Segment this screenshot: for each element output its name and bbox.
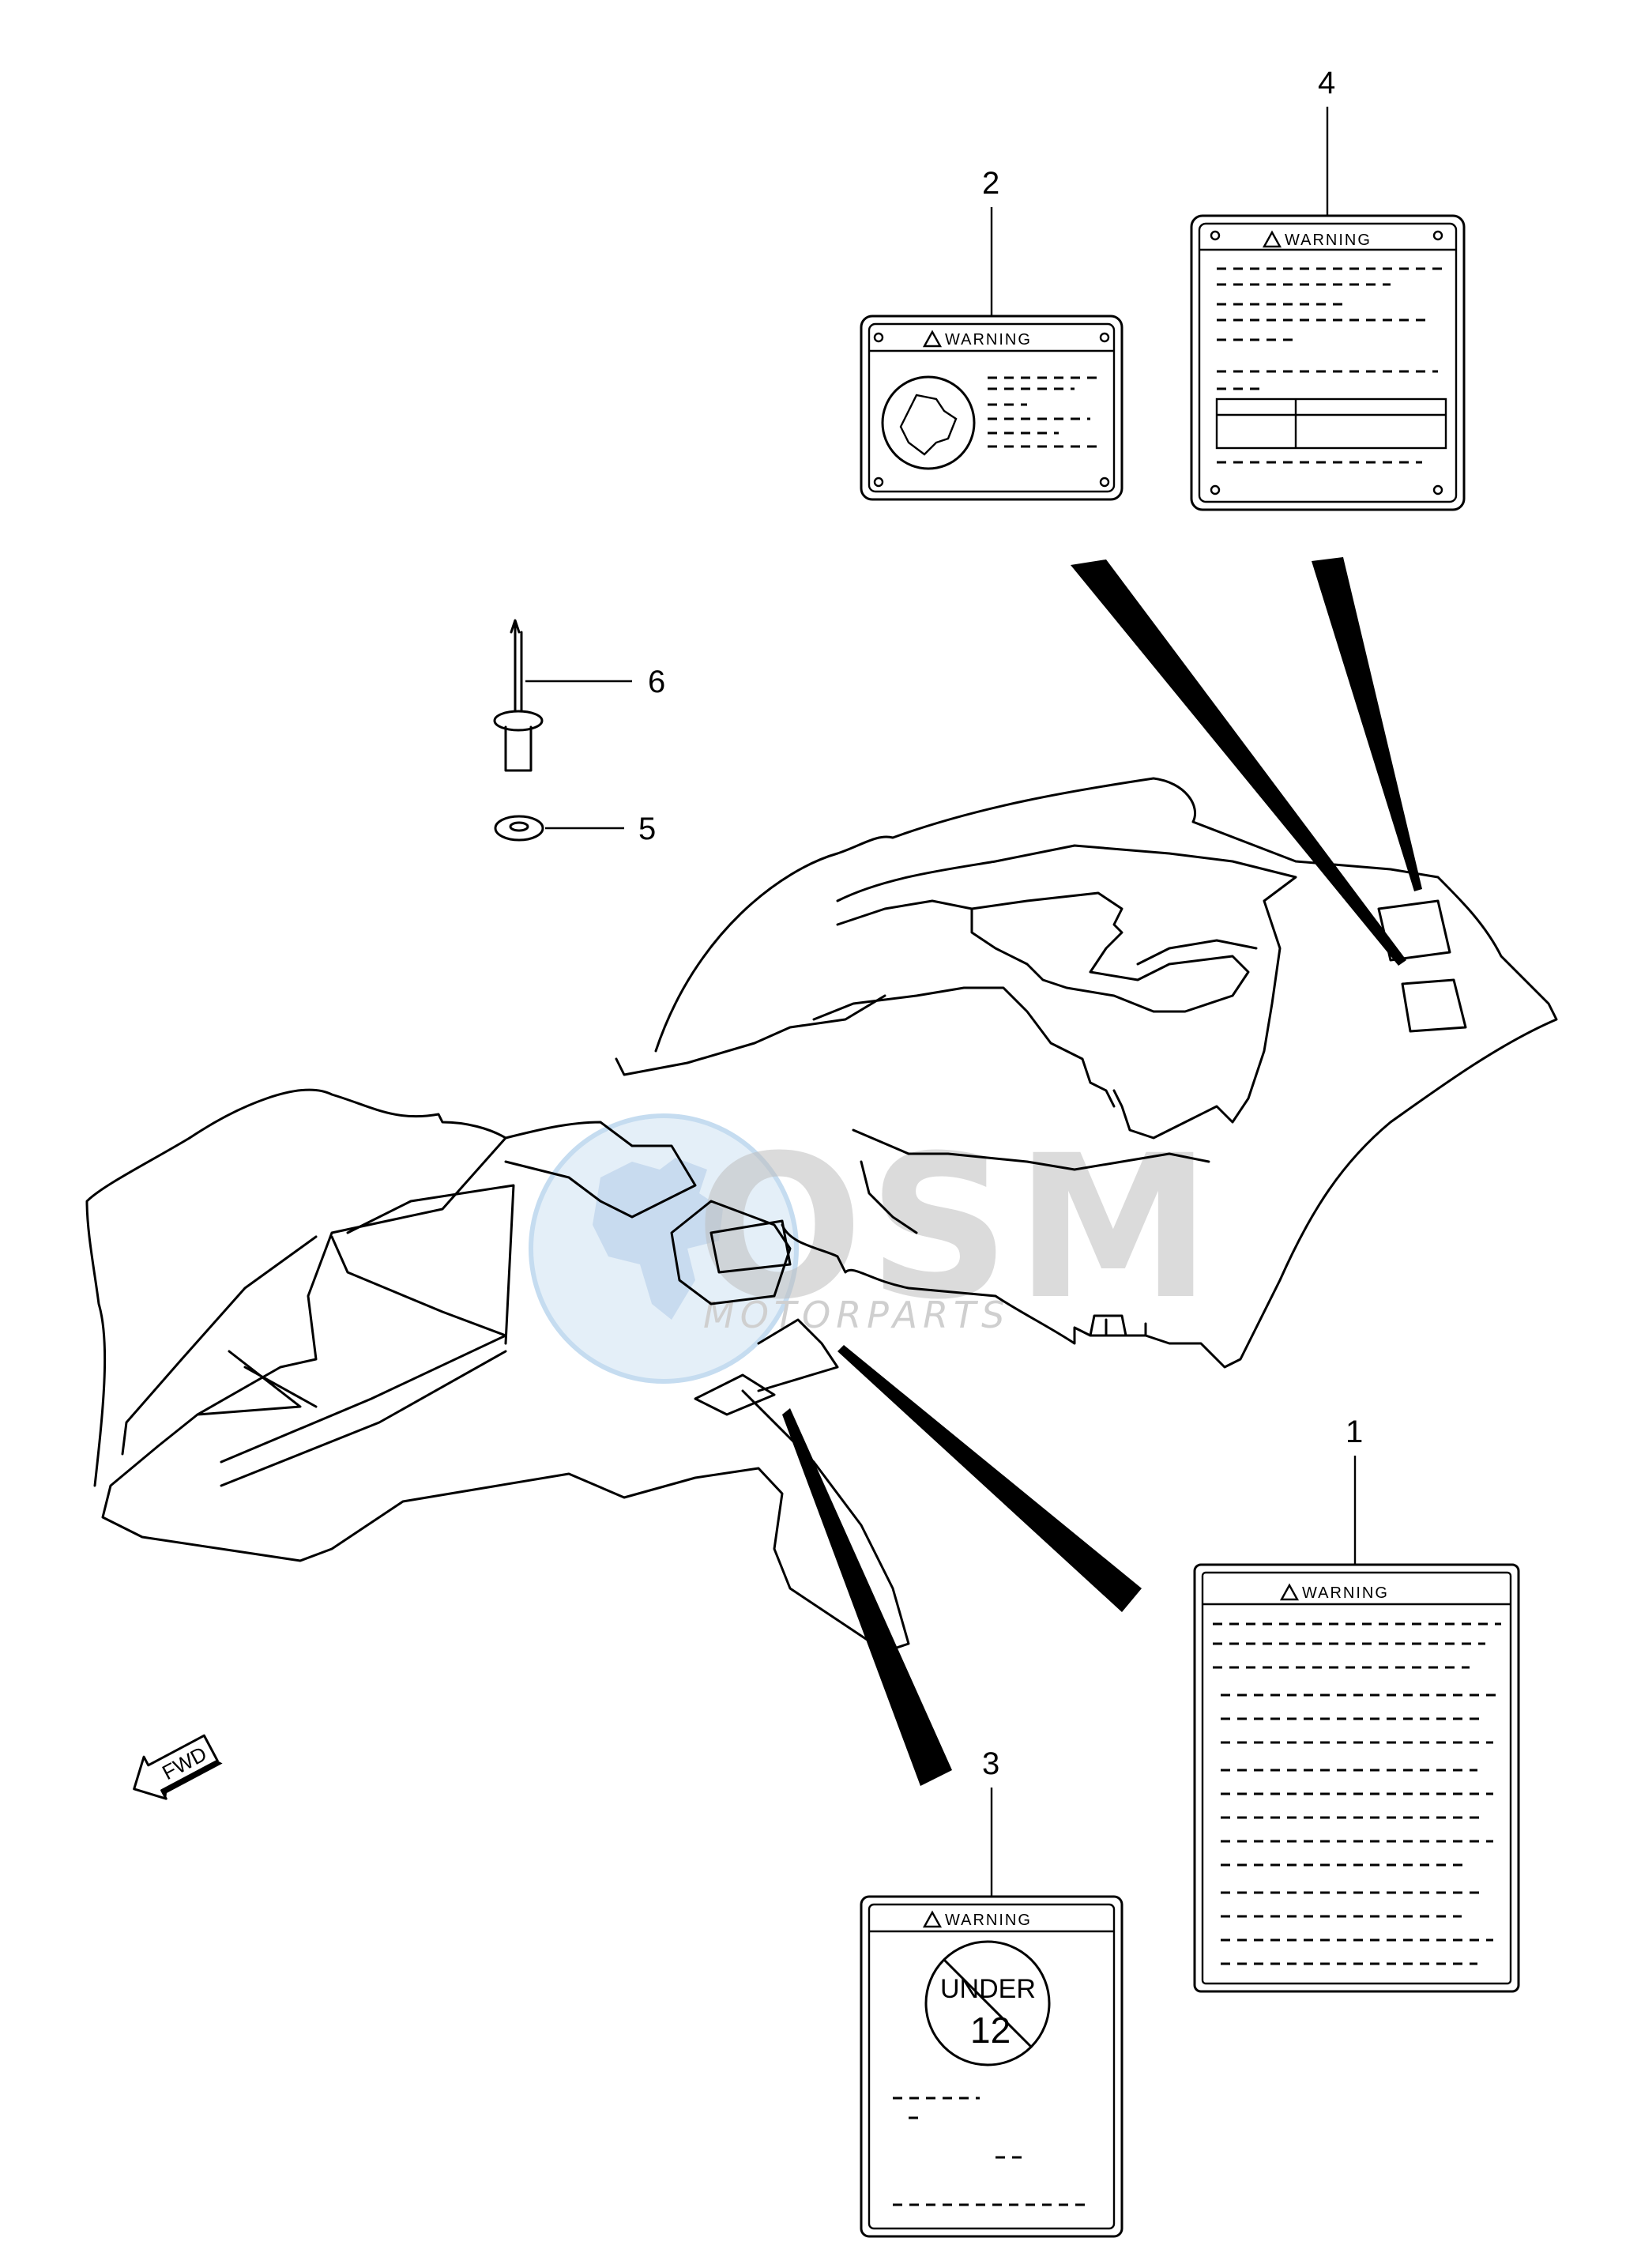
label-4-table	[1215, 397, 1447, 450]
pointer-wedges	[782, 557, 1422, 1786]
label-3-prohibition-slash	[943, 1958, 1033, 2048]
callout-5: 5	[638, 812, 656, 846]
front-fender-inner-line-2	[330, 1235, 507, 1337]
label-4-title: WARNING	[1285, 232, 1372, 249]
pointer-wedge-1	[837, 1345, 1142, 1612]
label-2-warning-icon	[922, 330, 943, 348]
pointer-wedge-4	[1312, 557, 1422, 891]
warning-label-part-3: 3 WARNING UNDER 12	[860, 1746, 1123, 2238]
label-4-hole-br	[1432, 484, 1443, 495]
rear-fender-flap	[757, 1318, 839, 1392]
label-2-inner	[868, 322, 1116, 493]
label-4-inner	[1198, 222, 1458, 503]
label-3-under-text: UNDER	[940, 1974, 1036, 2004]
watermark-subtitle: MOTORPARTS	[703, 1294, 1010, 1336]
label-3-outer	[860, 1895, 1123, 2238]
rivet-part-6: 6	[493, 619, 665, 772]
label-2-hole-tr	[1099, 332, 1110, 343]
label-4-hole-tr	[1432, 230, 1443, 241]
pointer-wedge-3	[782, 1408, 952, 1786]
label-2-emblem	[881, 375, 976, 470]
callout-1: 1	[1346, 1415, 1363, 1449]
rear-fender-inner-ridge-1	[836, 899, 973, 926]
washer-part-5: 5	[494, 812, 656, 846]
label-3-inner	[868, 1903, 1116, 2230]
label-2-hole-bl	[873, 477, 884, 488]
front-fender-inner-line-4	[220, 1334, 507, 1487]
watermark-logo-text: OSM	[695, 1113, 1216, 1343]
washer-inner	[509, 821, 529, 832]
label-1-warning-icon	[1279, 1583, 1300, 1601]
front-fender-inner-line-3	[196, 1350, 318, 1416]
pointer-wedge-2	[1071, 559, 1406, 966]
label-4-outer	[1190, 214, 1466, 511]
front-fender-outline	[101, 1088, 910, 1653]
rear-fender-outline	[654, 777, 1558, 1369]
label-4-hole-tl	[1210, 230, 1221, 241]
rear-fender-bottom-tabs	[1089, 1314, 1147, 1337]
callout-4: 4	[1318, 66, 1335, 100]
washer-outer	[494, 815, 544, 842]
label-4-hole-bl	[1210, 484, 1221, 495]
label-1-inner	[1201, 1571, 1512, 1985]
watermark-globe-land	[593, 1158, 723, 1320]
rear-fender-inner-ridge-2	[812, 986, 1116, 1108]
warning-label-part-1: 1 WARNING	[1193, 1415, 1520, 1993]
rivet-pin-tip	[510, 619, 521, 634]
callout-6: 6	[648, 665, 665, 699]
label-2-hole-tl	[873, 332, 884, 343]
rear-fender-inner-ridge-5	[860, 1160, 918, 1234]
label-2-outer	[860, 315, 1123, 501]
rear-fender-seat-cutout	[970, 891, 1250, 1013]
rear-fender-assembly	[85, 777, 1558, 1653]
label-3-warning-icon	[922, 1910, 943, 1928]
rear-fender-rim-left	[615, 994, 886, 1076]
center-body-outline	[504, 1121, 697, 1219]
front-fender-inner-line-1	[121, 1235, 318, 1456]
front-fender-outer-left	[85, 1136, 191, 1487]
label-3-prohibition-circle	[924, 1940, 1051, 2066]
label-3-age-text: 12	[970, 2010, 1011, 2051]
label-2-emblem-figure	[899, 394, 958, 456]
label-2-hole-br	[1099, 477, 1110, 488]
front-fender-inner-line-5	[346, 1184, 515, 1345]
fender-label-spot-1	[709, 1219, 792, 1274]
rear-fender-inner-ridge-3	[1136, 939, 1258, 966]
label-3-title: WARNING	[945, 1912, 1032, 1929]
fwd-arrow-shadow	[161, 1761, 223, 1799]
fwd-direction-marker: FWD	[133, 1734, 223, 1800]
fender-label-spot-3	[694, 1373, 776, 1416]
center-body-plate	[670, 1200, 792, 1305]
watermark-logo: OSM MOTORPARTS	[529, 1113, 1216, 1384]
fender-label-spot-2	[1401, 978, 1467, 1033]
warning-label-part-2: 2 WARNING	[860, 166, 1123, 501]
rivet-head	[493, 710, 544, 732]
callout-3: 3	[982, 1746, 999, 1781]
label-4-warning-icon	[1262, 230, 1282, 248]
label-1-title: WARNING	[1302, 1584, 1389, 1602]
rear-fender-inner-ridge-4	[852, 1128, 1210, 1171]
rivet-body	[504, 725, 533, 772]
callout-2: 2	[982, 166, 999, 201]
label-2-title: WARNING	[945, 331, 1032, 348]
rear-fender-seat-area	[836, 844, 1297, 1140]
warning-label-part-4: 4 WARNING	[1190, 66, 1466, 511]
label-1-outer	[1193, 1563, 1520, 1993]
